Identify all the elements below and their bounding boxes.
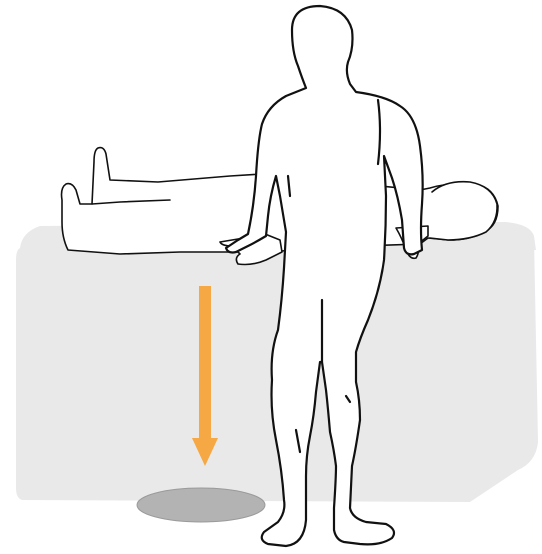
arrow-shaft <box>199 286 211 438</box>
lying-patient-head <box>430 182 497 240</box>
floor-spot-icon <box>137 488 265 522</box>
